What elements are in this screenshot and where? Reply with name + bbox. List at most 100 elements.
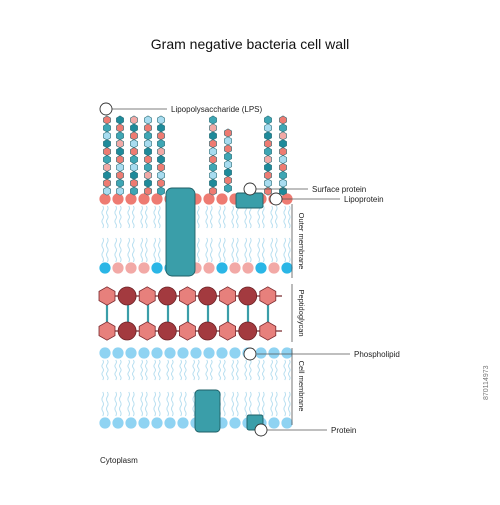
lipid-tail <box>218 205 221 229</box>
lps-sugar <box>209 186 217 196</box>
lipid-tail <box>114 391 117 417</box>
lipid-head <box>216 347 228 359</box>
lipid-head <box>164 417 176 429</box>
nag-hexagon <box>259 321 277 341</box>
lps-sugar <box>116 147 124 157</box>
nag-hexagon <box>98 321 116 341</box>
lipid-tail <box>106 359 109 381</box>
lps-sugar <box>144 115 152 125</box>
nag-hexagon <box>98 286 116 306</box>
lps-sugar <box>224 168 232 177</box>
lps-sugar <box>279 155 287 164</box>
lipoprotein-marker <box>269 192 283 206</box>
lps-sugar <box>144 139 152 149</box>
marker-circles <box>99 102 283 437</box>
lps-sugar <box>144 162 152 172</box>
lps-sugar <box>279 131 287 141</box>
lipid-tail <box>231 359 234 381</box>
lipid-tail <box>140 359 143 381</box>
lipid-tail <box>101 359 104 381</box>
lipid-head <box>112 262 124 274</box>
lps-sugar <box>209 139 217 149</box>
lps-label: Lipopolysaccharide (LPS) <box>171 105 262 114</box>
lipid-tail <box>166 391 169 417</box>
lps-sugar <box>157 131 165 141</box>
lipid-head <box>151 193 163 205</box>
lps-sugar <box>157 170 165 180</box>
lipid-tail <box>249 205 252 229</box>
lipid-head <box>242 262 254 274</box>
lipid-head <box>151 417 163 429</box>
nag-hexagon <box>138 321 156 341</box>
phospholipid-label: Phospholipid <box>354 350 400 359</box>
lps-sugar <box>116 123 124 133</box>
lipid-tail <box>127 205 130 229</box>
lps-sugar <box>130 131 138 141</box>
lipid-tail <box>101 391 104 417</box>
lipid-head <box>268 417 280 429</box>
lipid-head <box>268 347 280 359</box>
nam-circle <box>157 286 177 306</box>
lipid-tail <box>231 237 234 263</box>
lipid-tail <box>205 237 208 263</box>
lipid-head <box>138 193 150 205</box>
lipid-tail <box>236 391 239 417</box>
lipid-tail <box>153 391 156 417</box>
lipid-head <box>99 262 111 274</box>
lipid-tail <box>132 205 135 229</box>
lipid-tail <box>249 237 252 263</box>
lps-sugar <box>279 139 287 149</box>
nag-hexagon <box>178 321 196 341</box>
lipid-tail <box>184 359 187 381</box>
lps-sugar <box>224 183 232 193</box>
lipid-head <box>99 193 111 205</box>
lipid-head <box>229 347 241 359</box>
cytoplasm-label: Cytoplasm <box>100 456 138 465</box>
lipid-head <box>138 347 150 359</box>
lipid-tail <box>158 205 161 229</box>
lps-sugar <box>279 115 287 125</box>
lipid-head <box>125 347 137 359</box>
lipoprotein-label: Lipoprotein <box>344 195 384 204</box>
lps-sugar <box>103 162 111 172</box>
proteins-layer <box>165 187 264 433</box>
lipid-tail <box>119 391 122 417</box>
lipid-tail <box>179 391 182 417</box>
lps-sugar <box>264 162 272 172</box>
lipid-tail <box>132 359 135 381</box>
lipid-tail <box>210 237 213 263</box>
lps-sugar <box>224 136 232 146</box>
lps-sugar <box>130 186 138 196</box>
leader-lines <box>112 108 350 431</box>
lipid-tail <box>262 391 265 417</box>
lps-sugar <box>144 186 152 196</box>
lipid-head <box>268 262 280 274</box>
lps-sugar <box>209 178 217 188</box>
lps-sugar <box>103 115 111 125</box>
lipid-tail <box>244 391 247 417</box>
lipid-tail <box>171 391 174 417</box>
lipid-head <box>203 347 215 359</box>
lipid-tail <box>218 237 221 263</box>
lipid-tail <box>205 205 208 229</box>
lps-sugar <box>264 170 272 180</box>
nag-hexagon <box>219 321 237 341</box>
lipid-tail <box>140 237 143 263</box>
lps-sugar <box>279 147 287 157</box>
lps-sugar <box>144 123 152 133</box>
lps-chains <box>103 115 287 196</box>
lipid-tail <box>145 359 148 381</box>
surface-protein-label: Surface protein <box>312 185 366 194</box>
lipid-tail <box>270 391 273 417</box>
lipid-tail <box>288 391 291 417</box>
lipid-tail <box>275 237 278 263</box>
lipid-tail <box>158 391 161 417</box>
lipid-head <box>255 262 267 274</box>
lps-sugar <box>264 123 272 133</box>
membrane-layer <box>99 193 293 429</box>
lps-sugar <box>264 131 272 141</box>
lps-sugar <box>116 115 124 125</box>
stock-id-watermark: 870114973 <box>483 365 490 400</box>
lipid-head <box>151 262 163 274</box>
